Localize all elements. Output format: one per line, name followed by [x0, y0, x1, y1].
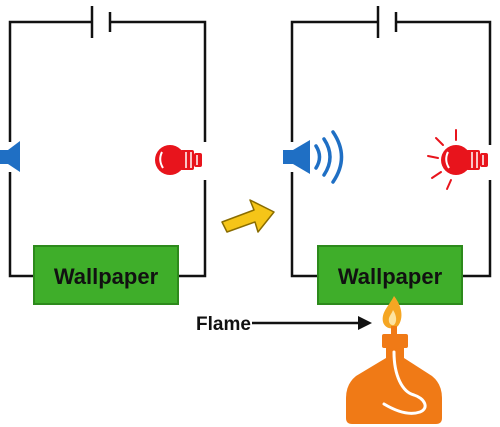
light-rays-icon: [427, 129, 457, 190]
battery-icon: [376, 6, 398, 38]
bulb-icon: [155, 145, 202, 175]
transition-arrow-icon: [221, 199, 275, 233]
right-wire-bottom-right: [462, 180, 492, 278]
left-wire-top: [8, 20, 92, 142]
speaker-icon: [283, 130, 344, 184]
right-wallpaper-box: Wallpaper: [317, 245, 463, 305]
speaker-icon: [0, 141, 20, 172]
right-wire-top-left: [290, 20, 378, 142]
flame-annotation: Flame: [196, 314, 372, 335]
left-wallpaper-box: Wallpaper: [33, 245, 179, 305]
left-wire-bottom-left: [8, 172, 34, 278]
left-wallpaper-label: Wallpaper: [54, 264, 159, 289]
right-wire-bottom-left: [290, 172, 318, 278]
right-circuit: Wallpaper: [283, 6, 492, 305]
alcohol-burner-icon: [346, 296, 442, 424]
flame-label: Flame: [196, 314, 251, 335]
bulb-icon: [441, 145, 488, 175]
left-wire-bottom-right: [178, 180, 207, 278]
right-wire-top-right: [396, 20, 492, 145]
left-wire-top-right: [110, 20, 207, 142]
right-wallpaper-label: Wallpaper: [338, 264, 443, 289]
battery-icon: [90, 6, 112, 38]
left-circuit: Wallpaper: [0, 6, 207, 305]
